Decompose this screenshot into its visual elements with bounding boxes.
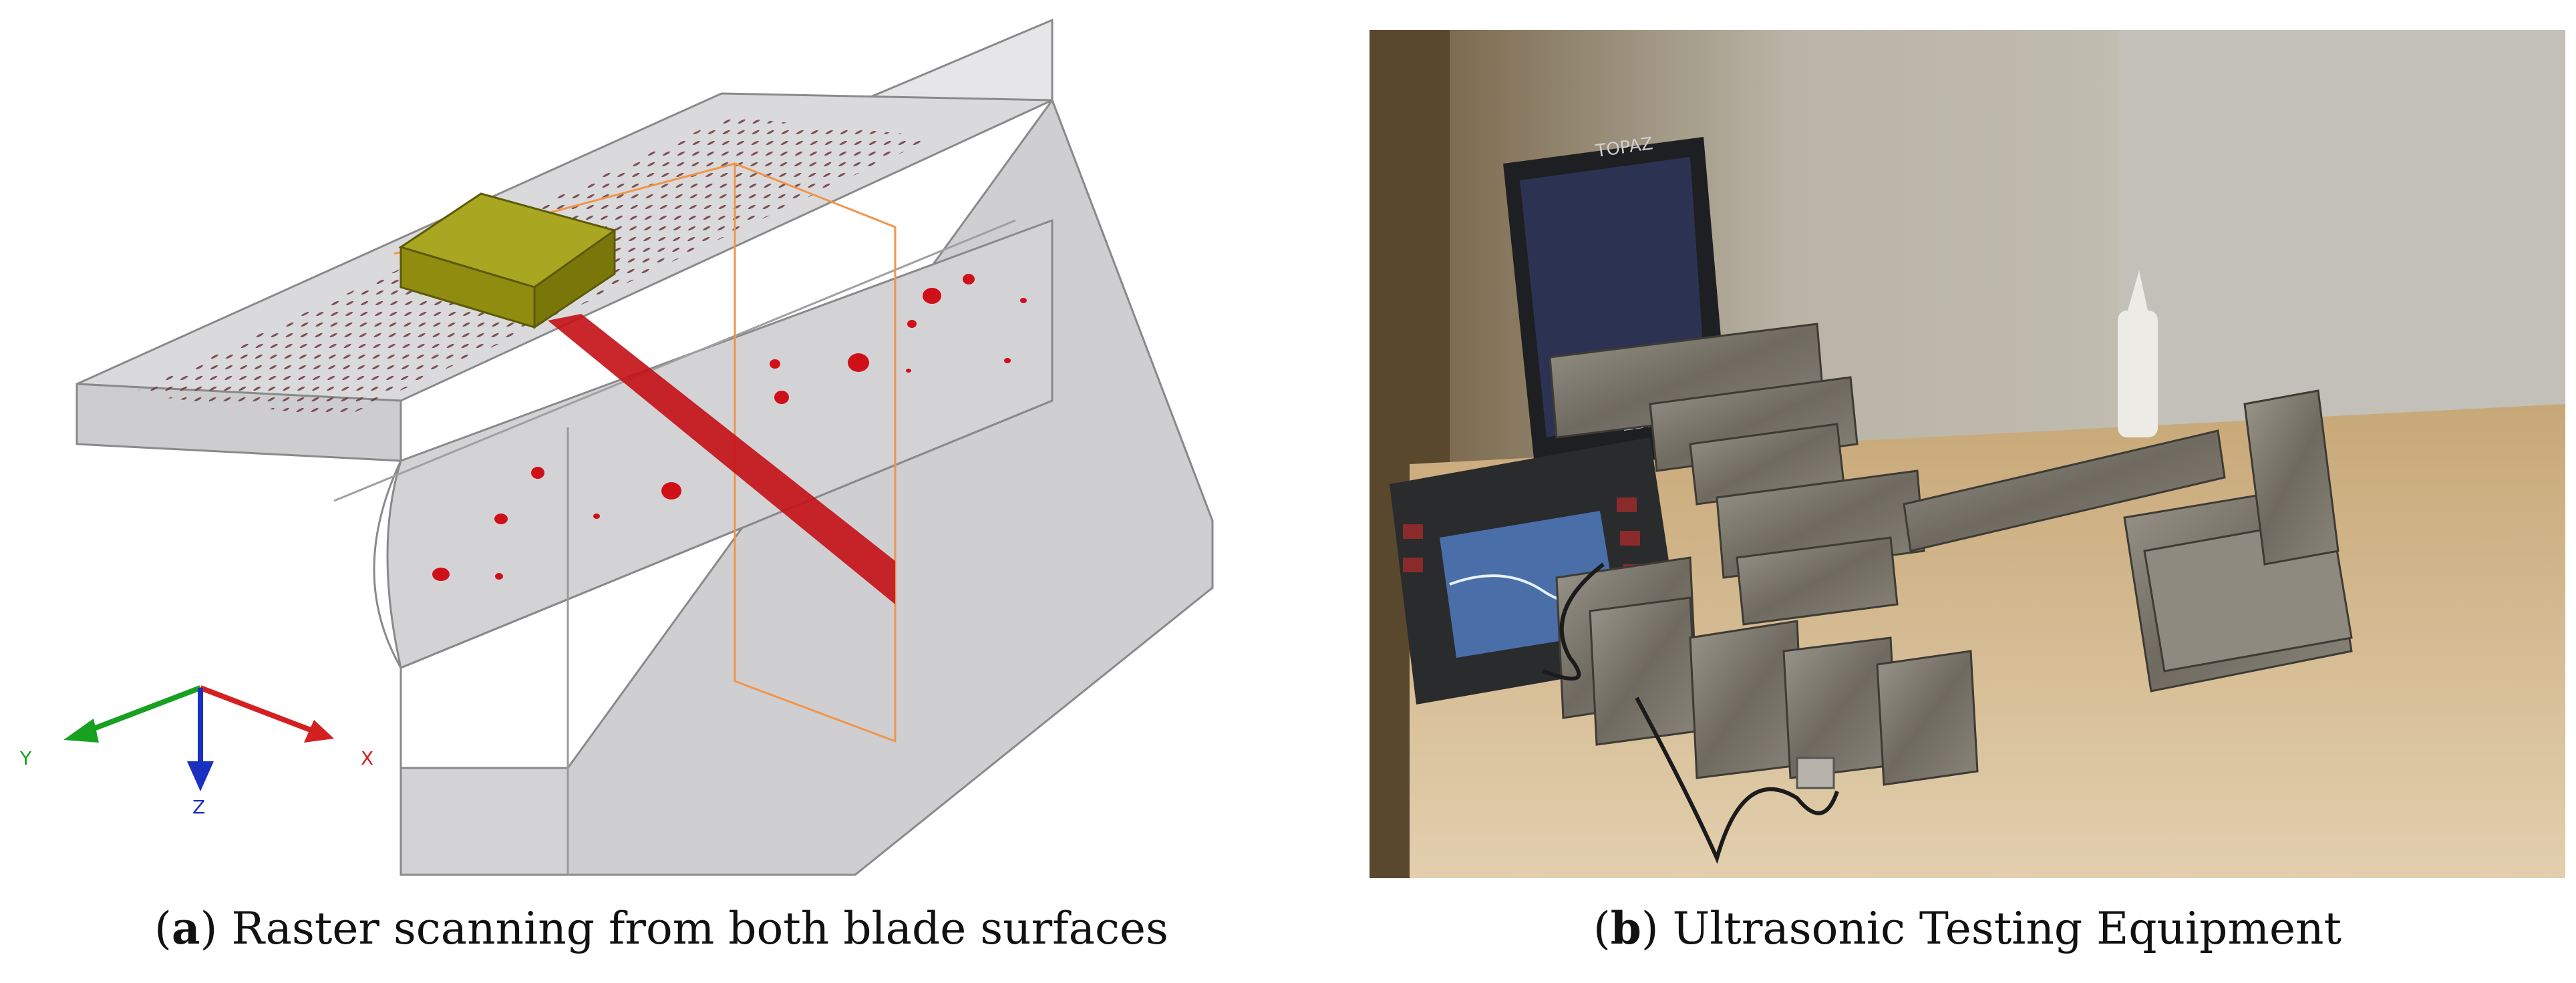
caption-b-letter: b — [1610, 902, 1641, 954]
caption-b: (b) Ultrasonic Testing Equipment — [1370, 892, 2565, 965]
equipment-photo: TOPAZ ZETEC — [1370, 30, 2565, 878]
scan-frame — [734, 162, 897, 743]
panel-a-illustration: X Y Z — [0, 0, 1336, 888]
caption-a-text: ) Raster scanning from both blade surfac… — [200, 903, 1168, 954]
defects — [432, 274, 1027, 581]
probe-transducer — [1796, 757, 1835, 789]
panel-b-photo: TOPAZ ZETEC — [1370, 30, 2565, 878]
probe-side — [533, 228, 616, 329]
axis-label-z: Z — [192, 796, 205, 818]
axis-triad — [63, 685, 334, 791]
fillet-curve — [373, 460, 402, 668]
ultrasonic-beam — [548, 314, 895, 604]
raster-scan-schematic: X Y Z — [19, 18, 1214, 876]
caption-a-open: ( — [154, 903, 172, 954]
probe-cable — [1635, 697, 1839, 864]
calibration-blocks — [1549, 323, 2353, 786]
caption-b-text: ) Ultrasonic Testing Equipment — [1641, 903, 2342, 954]
caption-a-letter: a — [171, 902, 200, 954]
axis-label-x: X — [361, 747, 373, 769]
caption-b-open: ( — [1593, 903, 1611, 954]
axis-label-y: Y — [19, 747, 32, 769]
couplant-bottle — [2118, 270, 2158, 437]
caption-a: (a) Raster scanning from both blade surf… — [0, 892, 1323, 965]
